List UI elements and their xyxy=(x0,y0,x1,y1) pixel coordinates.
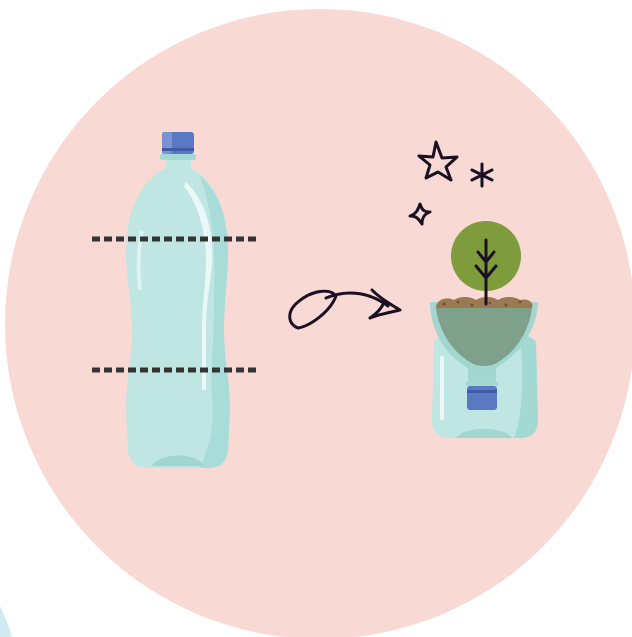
corner-accent xyxy=(0,606,12,637)
background-circle xyxy=(5,9,632,637)
bottle-neck-ring xyxy=(160,154,196,160)
planter-base-highlight xyxy=(440,356,444,420)
planter-cap xyxy=(466,382,498,410)
bottle-cap xyxy=(162,132,194,154)
